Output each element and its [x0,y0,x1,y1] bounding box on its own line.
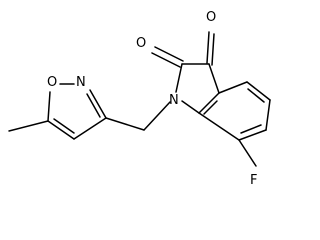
bond-c3-n2-isoxazole [89,89,107,119]
bond-c5-methyl [8,120,49,132]
atom-label-n-indole: N [169,93,179,108]
atom-label-fluorine: F [250,173,257,188]
bond-c4-c5-inner [247,88,265,103]
bond-c3a-c7a [198,92,220,114]
bond-n1-c2 [175,63,183,93]
bond-c3-n2-isoxazole-inner [86,93,101,118]
bond-c7-c7a [198,112,240,141]
bond-o1-c5-isoxazole [47,91,51,122]
atom-label-n-isoxazole: N [76,75,86,90]
bond-c2-o-double-a [154,46,184,62]
bond-c4-c5 [246,81,271,101]
bond-c5-c4-isoxazole-inner [53,118,75,134]
atom-label-o-lactam: O [136,36,146,51]
bond-c5-c4-isoxazole [47,120,75,140]
bond-c2-o-double-b [151,52,181,68]
bond-c3-o-double-a [206,31,210,64]
bond-c7a-n1 [181,100,200,114]
atom-label-o-ketone: O [206,10,216,25]
bond-ch2-isoxazole [105,117,145,131]
bond-c3-c3a [208,63,220,94]
bond-c3a-c4 [218,81,248,94]
bond-c4-c3-isoxazole [73,117,107,140]
bond-c5-c6 [265,99,271,131]
bond-c6-c7-inner [240,124,262,134]
bond-n1-ch2 [143,101,171,131]
chemical-structure-diagram: O O N F O N [8,10,271,188]
atom-label-o-isoxazole: O [47,75,57,90]
bond-c6-f [238,139,257,167]
bond-c3a-c7a-inner [203,100,218,115]
bond-c3-o-double-b [211,33,215,66]
bond-c6-c7 [238,129,267,141]
